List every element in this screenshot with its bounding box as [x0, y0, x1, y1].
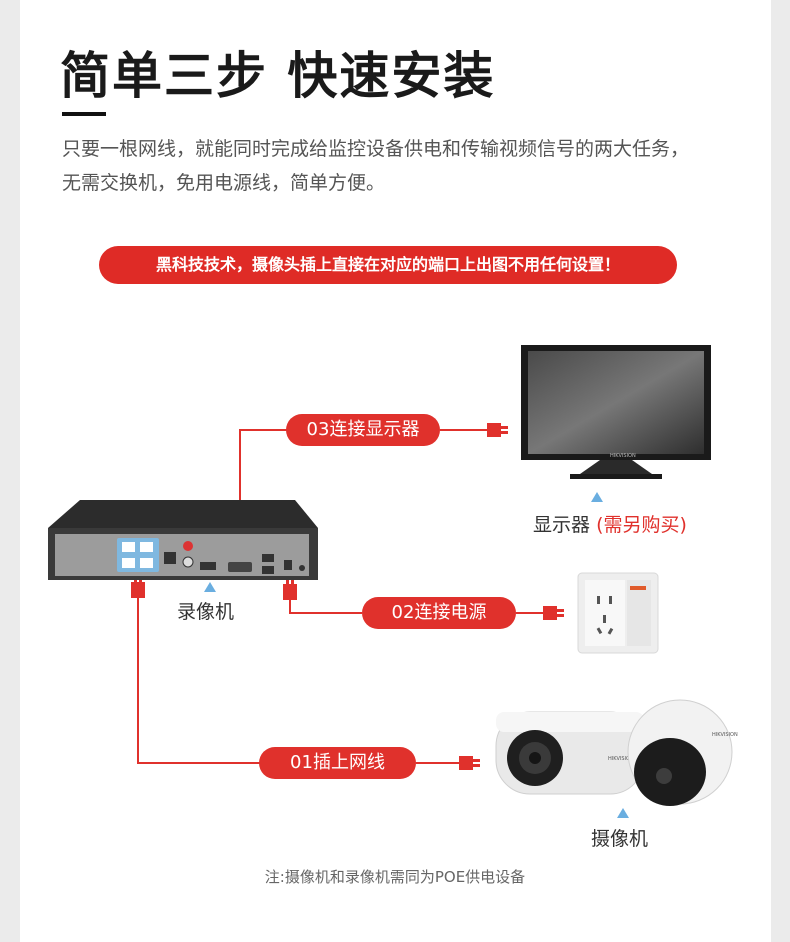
line-power: [289, 598, 362, 614]
step-connect-power: 02连接电源: [362, 597, 516, 629]
line-network: [137, 590, 260, 764]
connection-lines: [137, 429, 544, 764]
step-connect-monitor: 03连接显示器: [286, 414, 440, 446]
footnote: 注:摄像机和录像机需同为POE供电设备: [264, 868, 526, 886]
plug-power-icon: [543, 606, 564, 620]
page-description: 只要一根网线，就能同时完成给监控设备供电和传输视频信号的两大任务，无需交换机，免…: [62, 138, 690, 194]
monitor-arrow-icon: [591, 492, 603, 502]
monitor-name: 显示器: [533, 514, 591, 536]
feature-banner: 黑科技技术，摄像头插上直接在对应的端口上出图不用任何设置！: [99, 246, 677, 284]
title-underline: [62, 112, 106, 116]
camera-label: 摄像机: [591, 828, 649, 850]
line-monitor: [239, 429, 290, 530]
nvr-label: 录像机: [177, 601, 235, 623]
svg-text:HIKVISION: HIKVISION: [608, 756, 634, 762]
plug-network-icon: [459, 756, 480, 770]
page-title: 简单三步 快速安装: [60, 47, 496, 105]
camera-icon: HIKVISION HIKVISION: [495, 699, 738, 806]
nvr-arrow-icon: [204, 582, 216, 592]
plug-nvr-power-icon: [283, 578, 297, 600]
step-plug-network: 01插上网线: [259, 747, 416, 779]
svg-text:HIKVISION: HIKVISION: [712, 732, 738, 738]
power-outlet-icon: [577, 572, 659, 654]
monitor-purchase-note: (需另购买): [596, 514, 687, 536]
plug-monitor-icon: [487, 423, 508, 437]
monitor-label: 显示器 (需另购买): [533, 510, 687, 537]
camera-arrow-icon: [617, 808, 629, 818]
monitor-icon: HIKVISION: [521, 345, 711, 479]
indicator-arrows: [204, 492, 629, 818]
svg-text:HIKVISION: HIKVISION: [610, 453, 636, 459]
nvr-recorder-icon: [48, 500, 318, 580]
